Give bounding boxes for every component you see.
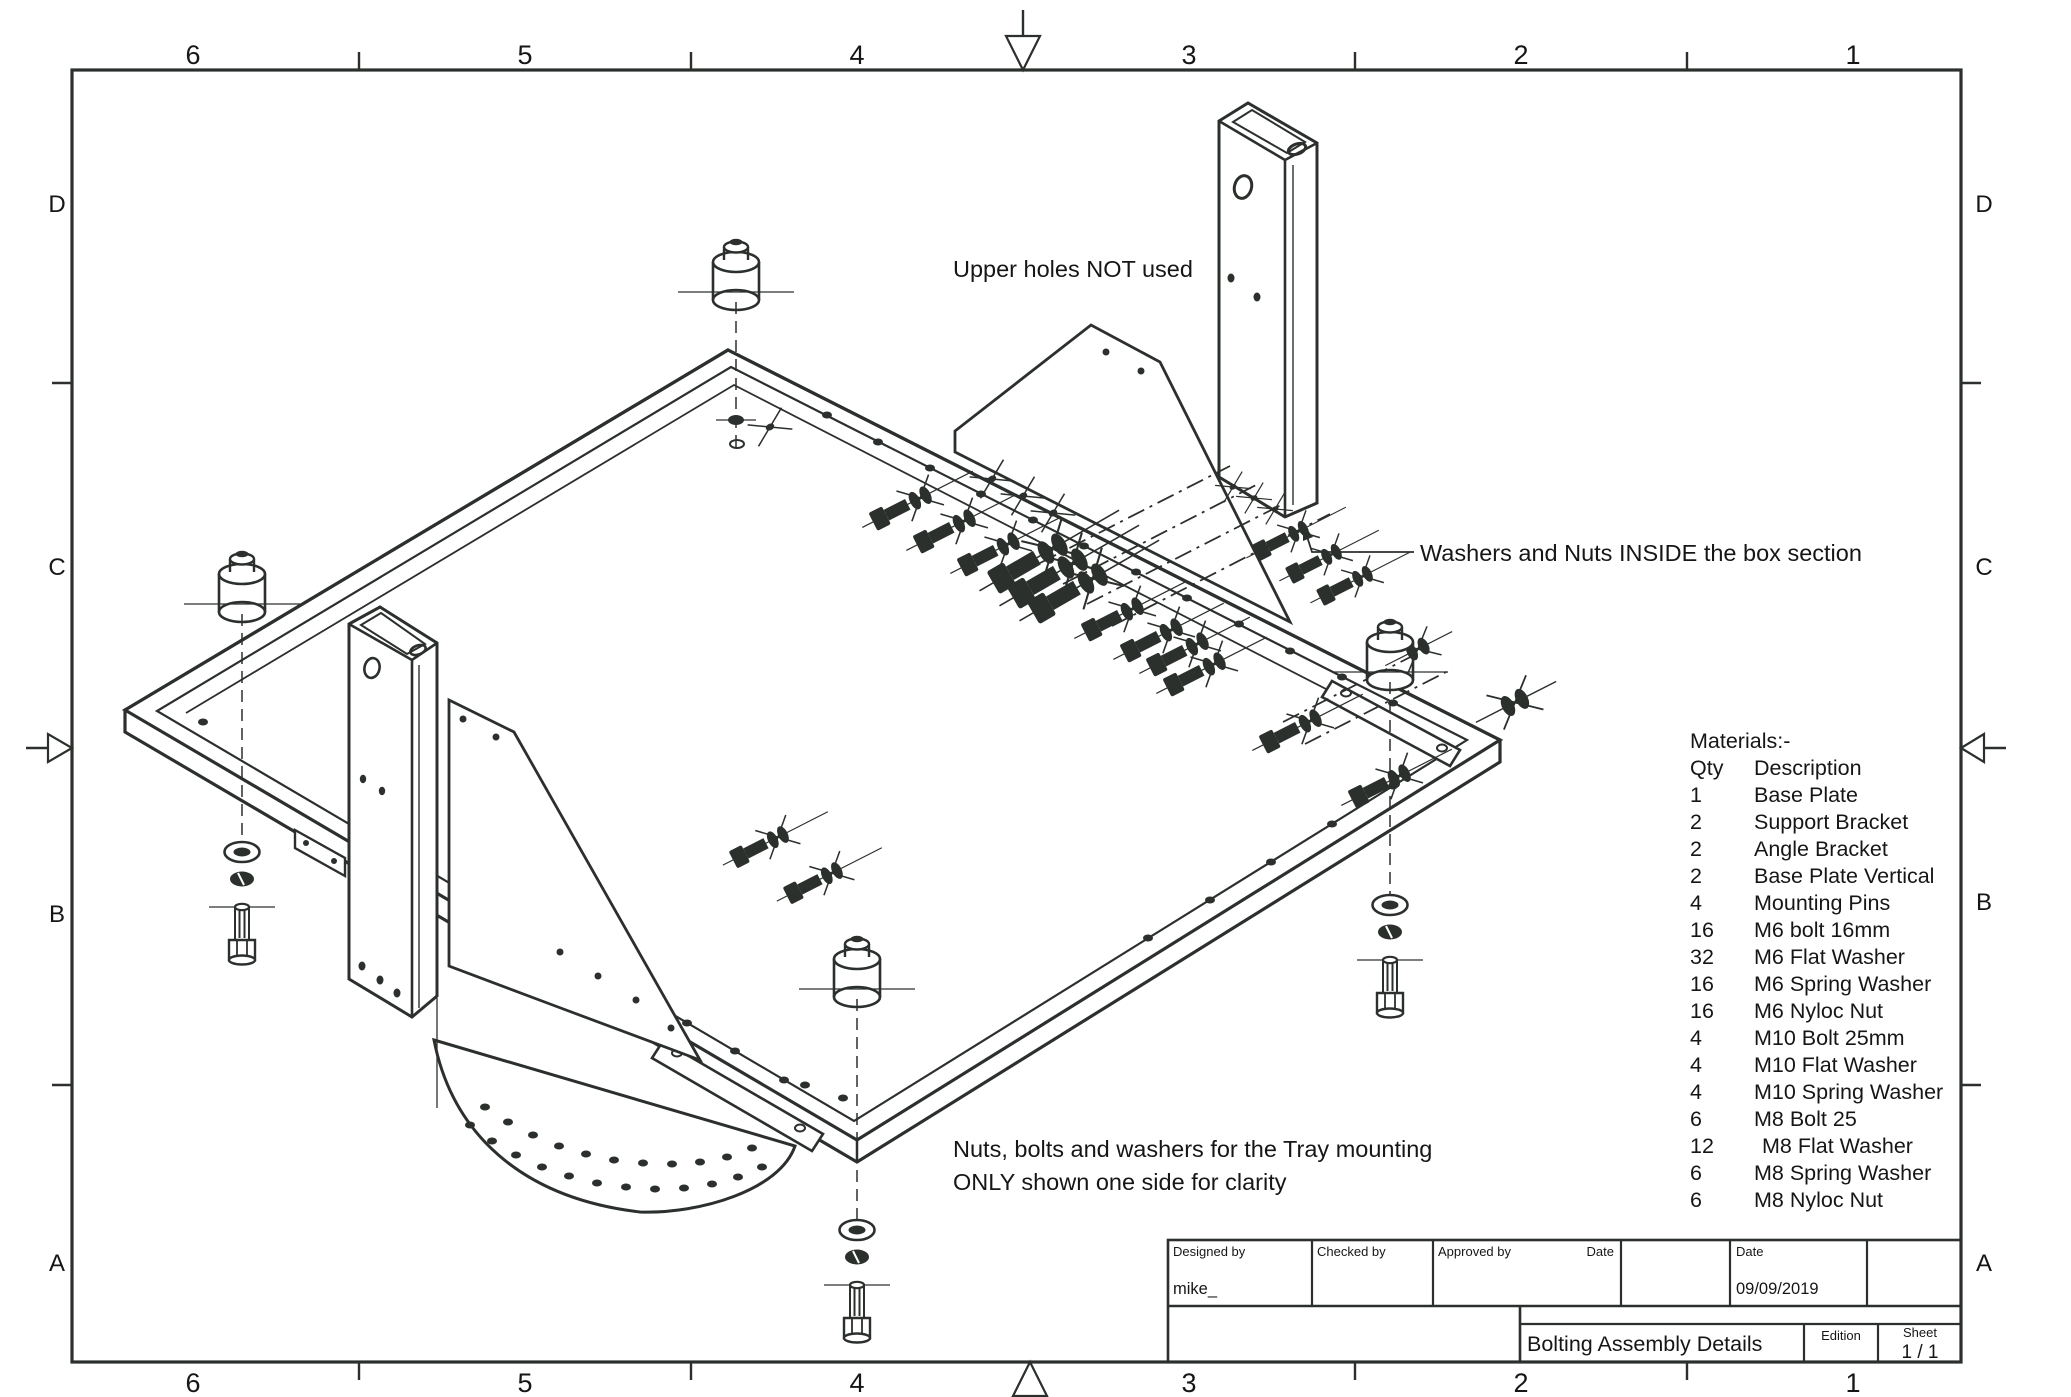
materials-row-desc: M6 bolt 16mm (1754, 918, 1890, 942)
ruler-top-1: 1 (1845, 40, 1860, 70)
date-label-1: Date (1587, 1244, 1614, 1259)
ruler-top-6: 6 (185, 40, 200, 70)
ruler-bottom-6: 6 (185, 1368, 200, 1397)
note-tray-line1: Nuts, bolts and washers for the Tray mou… (953, 1136, 1432, 1162)
materials-row-qty: 4 (1690, 1053, 1702, 1077)
rail-right-corner (1320, 679, 1462, 768)
materials-desc-header: Description (1754, 756, 1862, 780)
materials-row-desc: M8 Nyloc Nut (1754, 1188, 1883, 1212)
sheet-value: 1 / 1 (1902, 1342, 1939, 1363)
materials-row-desc: Base Plate Vertical (1754, 864, 1934, 888)
angle-bracket-left (293, 827, 347, 879)
ruler-bottom-2: 2 (1513, 1368, 1528, 1397)
ruler-left-b: B (49, 901, 65, 928)
plate-inner-rim-2 (185, 383, 1436, 746)
materials-row-qty: 6 (1690, 1188, 1702, 1212)
ruler-right-b: B (1976, 889, 1992, 916)
leader-washers-note (1302, 523, 1414, 553)
ruler-bottom-4: 4 (849, 1368, 864, 1397)
ruler-right-d: D (1975, 191, 1992, 218)
materials-row-qty: 2 (1690, 810, 1702, 834)
box-section-left (347, 605, 439, 1108)
materials-row-desc: Angle Bracket (1754, 837, 1888, 861)
ruler-bottom-5: 5 (517, 1368, 532, 1397)
materials-row-qty: 6 (1690, 1161, 1702, 1185)
support-bracket-top (953, 323, 1294, 626)
ruler-top-5: 5 (517, 40, 532, 70)
materials-row-qty: 16 (1690, 972, 1714, 996)
materials-row-desc: M10 Spring Washer (1754, 1080, 1943, 1104)
ruler-left-a: A (49, 1250, 65, 1277)
note-upper-holes: Upper holes NOT used (953, 256, 1193, 282)
ruler-bottom-1: 1 (1845, 1368, 1860, 1397)
mounting-pins (182, 237, 1450, 1344)
materials-row-desc: Support Bracket (1754, 810, 1908, 834)
materials-row-qty: 16 (1690, 918, 1714, 942)
center-arrows (26, 10, 2006, 1397)
ruler-ticks (52, 52, 1981, 1380)
ruler-top-2: 2 (1513, 40, 1528, 70)
ruler-right-a: A (1976, 1250, 1992, 1277)
materials-row-desc: M6 Nyloc Nut (1754, 999, 1883, 1023)
materials-row-desc: M10 Bolt 25mm (1754, 1026, 1905, 1050)
checked-by-label: Checked by (1317, 1244, 1386, 1259)
materials-list: Materials:- Qty Description 1 Base Plate… (1690, 729, 1943, 1212)
materials-row-qty: 12 (1690, 1134, 1714, 1158)
materials-row-qty: 6 (1690, 1107, 1702, 1131)
materials-row-qty: 2 (1690, 864, 1702, 888)
designed-by-value: mike_ (1173, 1280, 1218, 1298)
materials-row-desc: M6 Flat Washer (1754, 945, 1905, 969)
note-tray-line2: ONLY shown one side for clarity (953, 1169, 1287, 1195)
materials-row-qty: 16 (1690, 999, 1714, 1023)
ruler-left-c: C (48, 554, 65, 581)
materials-row-desc: M8 Flat Washer (1762, 1134, 1913, 1158)
materials-row-qty: 32 (1690, 945, 1714, 969)
support-bracket-left (447, 697, 704, 1063)
ruler-bottom-3: 3 (1181, 1368, 1196, 1397)
materials-row-desc: Mounting Pins (1754, 891, 1890, 915)
box-section-right (1214, 101, 1319, 526)
sheet-frame: 6 5 4 3 2 1 6 5 4 3 2 1 D C B A D C B A (26, 10, 2006, 1397)
date-value: 09/09/2019 (1736, 1280, 1819, 1298)
materials-row-desc: M10 Flat Washer (1754, 1053, 1917, 1077)
plate-inner-rim (154, 365, 1470, 1123)
title-block: Designed by mike_ Checked by Approved by… (1166, 1238, 1963, 1364)
drawing-title: Bolting Assembly Details (1527, 1332, 1762, 1356)
annotations: Upper holes NOT used Washers and Nuts IN… (953, 256, 1862, 1195)
date-label-2: Date (1736, 1244, 1763, 1259)
materials-row-qty: 1 (1690, 783, 1702, 807)
base-plate (121, 348, 1504, 1164)
materials-row-qty: 4 (1690, 1080, 1702, 1104)
edition-label: Edition (1821, 1328, 1861, 1343)
materials-row-qty: 2 (1690, 837, 1702, 861)
materials-row-qty: 4 (1690, 891, 1702, 915)
rail-bottom-left (650, 1039, 825, 1153)
ruler-left-d: D (48, 191, 65, 218)
ruler-top-3: 3 (1181, 40, 1196, 70)
materials-row-qty: 4 (1690, 1026, 1702, 1050)
materials-row-desc: M8 Spring Washer (1754, 1161, 1931, 1185)
approved-by-label: Approved by (1438, 1244, 1511, 1259)
materials-qty-header: Qty (1690, 756, 1724, 780)
ruler-labels: 6 5 4 3 2 1 6 5 4 3 2 1 D C B A D C B A (48, 40, 1992, 1397)
materials-row-desc: Base Plate (1754, 783, 1858, 807)
materials-row-desc: M8 Bolt 25 (1754, 1107, 1857, 1131)
ruler-top-4: 4 (849, 40, 864, 70)
sheet-label: Sheet (1903, 1325, 1937, 1340)
designed-by-label: Designed by (1173, 1244, 1246, 1259)
note-washers-nuts: Washers and Nuts INSIDE the box section (1420, 540, 1862, 566)
materials-row-desc: M6 Spring Washer (1754, 972, 1931, 996)
ruler-right-c: C (1975, 554, 1992, 581)
perforated-tray (432, 1037, 797, 1214)
materials-title: Materials:- (1690, 729, 1790, 753)
